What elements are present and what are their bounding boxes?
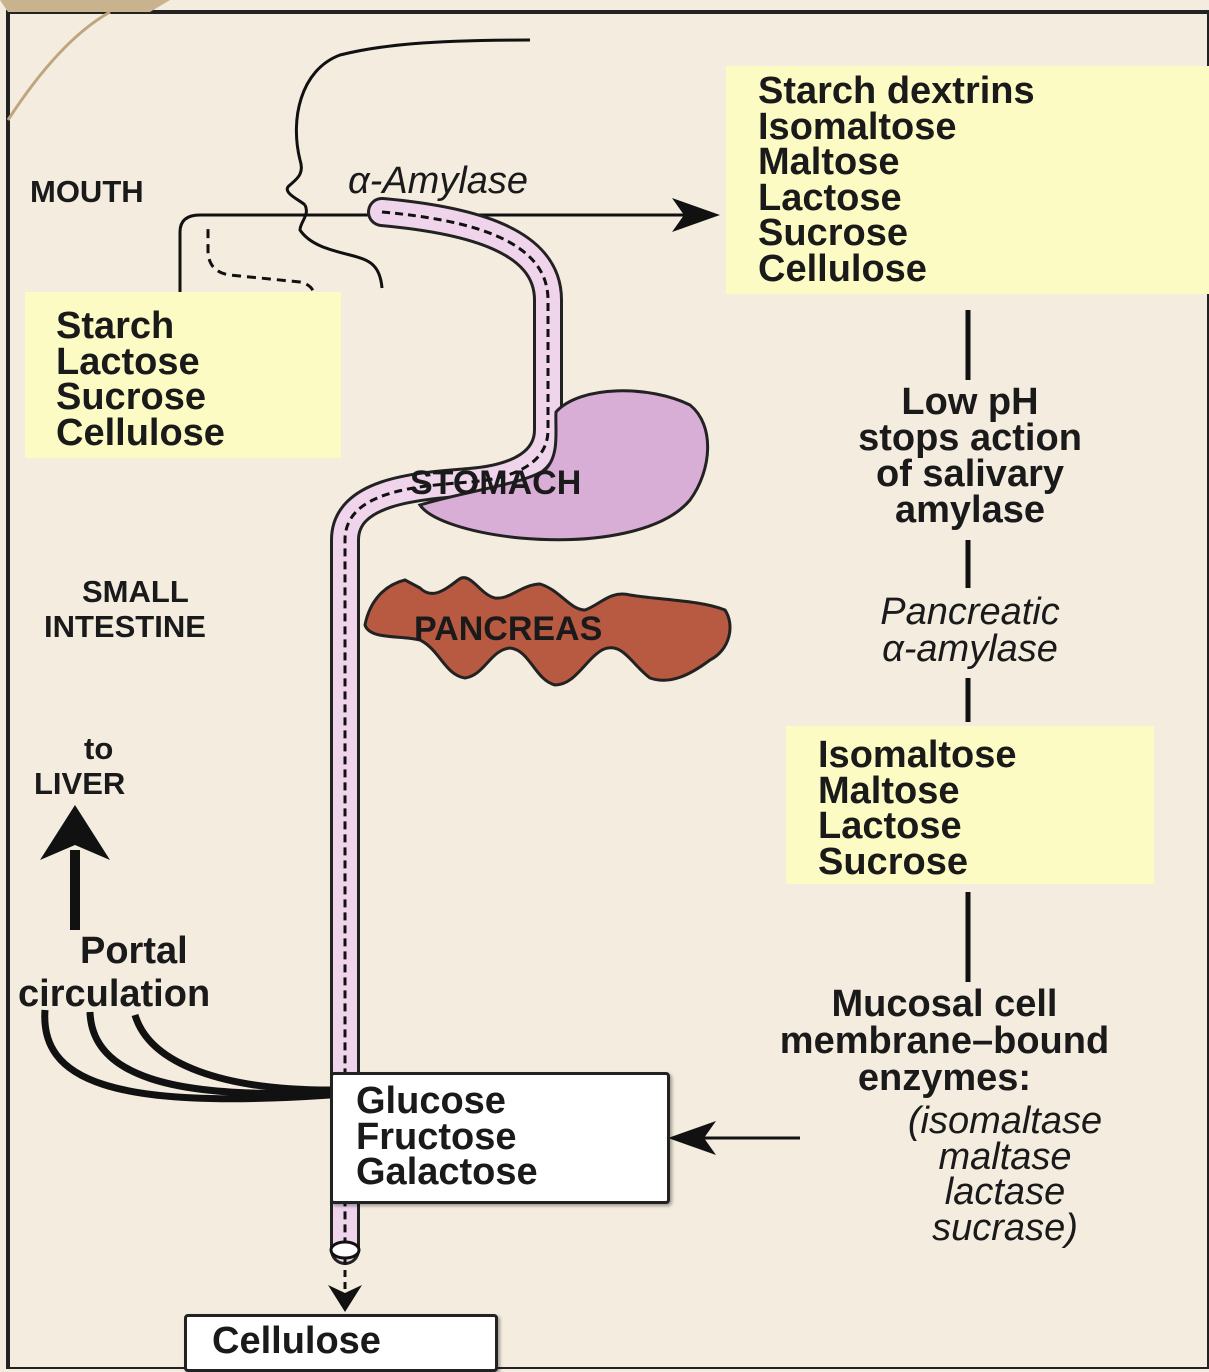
- small-intestine-label-1: SMALL: [82, 576, 189, 607]
- mouth-label: MOUTH: [30, 176, 144, 207]
- intestine-item: Lactose: [818, 809, 1017, 845]
- intestine-item: Sucrose: [818, 845, 1017, 881]
- enzyme-line: maltase: [820, 1140, 1190, 1176]
- product-item: Isomaltose: [758, 110, 1035, 146]
- pancreatic-line: α-amylase: [790, 631, 1150, 668]
- cellulose-final-label: Cellulose: [212, 1322, 381, 1360]
- ingested-item: Sucrose: [56, 380, 225, 416]
- product-item: Sucrose: [758, 216, 1035, 252]
- circulation-label: circulation: [18, 975, 210, 1013]
- portal-curve-2: [90, 1012, 330, 1093]
- corner-decoration: [0, 0, 170, 12]
- monosaccharide-item: Glucose: [356, 1084, 538, 1120]
- intestine-item: Isomaltose: [818, 738, 1017, 774]
- to-label: to: [84, 733, 113, 764]
- product-item: Lactose: [758, 181, 1035, 217]
- portal-curve-3: [135, 1015, 330, 1090]
- cellulose-arrow-head: [328, 1285, 362, 1312]
- low-ph-line: of salivary: [790, 456, 1150, 492]
- ingested-list: Starch Lactose Sucrose Cellulose: [56, 309, 225, 451]
- mucosal-line: enzymes:: [680, 1060, 1209, 1097]
- pancreatic-line: Pancreatic: [790, 594, 1150, 631]
- ingested-item: Lactose: [56, 345, 225, 381]
- product-item: Starch dextrins: [758, 74, 1035, 110]
- enzyme-line: (isomaltase: [820, 1104, 1190, 1140]
- pancreas-label: PANCREAS: [414, 612, 602, 646]
- small-intestine-label-2: INTESTINE: [44, 611, 206, 642]
- low-ph-line: stops action: [790, 420, 1150, 456]
- ingested-item: Starch: [56, 309, 225, 345]
- ingested-item: Cellulose: [56, 416, 225, 452]
- monosaccharides-list: Glucose Fructose Galactose: [356, 1084, 538, 1191]
- intestine-item: Maltose: [818, 774, 1017, 810]
- liver-label: LIVER: [34, 768, 125, 799]
- low-ph-line: Low pH: [790, 384, 1150, 420]
- mouth-products-list: Starch dextrins Isomaltose Maltose Lacto…: [758, 74, 1035, 287]
- tube-end-ring: [331, 1242, 359, 1258]
- monosaccharide-item: Fructose: [356, 1120, 538, 1156]
- amylase-label: α-Amylase: [348, 162, 528, 202]
- enzyme-line: lactase: [820, 1175, 1190, 1211]
- enzyme-line: sucrase): [820, 1211, 1190, 1247]
- monosaccharide-item: Galactose: [356, 1155, 538, 1191]
- intestine-products-list: Isomaltose Maltose Lactose Sucrose: [818, 738, 1017, 880]
- corner-arc: [8, 12, 110, 120]
- mucosal-text: Mucosal cell membrane–bound enzymes:: [680, 986, 1209, 1097]
- liver-arrow-shaft: [70, 850, 80, 930]
- product-item: Cellulose: [758, 252, 1035, 288]
- portal-label: Portal: [80, 932, 188, 970]
- pancreatic-amylase-text: Pancreatic α-amylase: [790, 594, 1150, 668]
- low-ph-line: amylase: [790, 492, 1150, 528]
- low-ph-text: Low pH stops action of salivary amylase: [790, 384, 1150, 528]
- enzymes-text: (isomaltase maltase lactase sucrase): [820, 1104, 1190, 1246]
- mucosal-line: Mucosal cell: [680, 986, 1209, 1023]
- stomach-label: STOMACH: [410, 466, 581, 500]
- product-item: Maltose: [758, 145, 1035, 181]
- mucosal-line: membrane–bound: [680, 1023, 1209, 1060]
